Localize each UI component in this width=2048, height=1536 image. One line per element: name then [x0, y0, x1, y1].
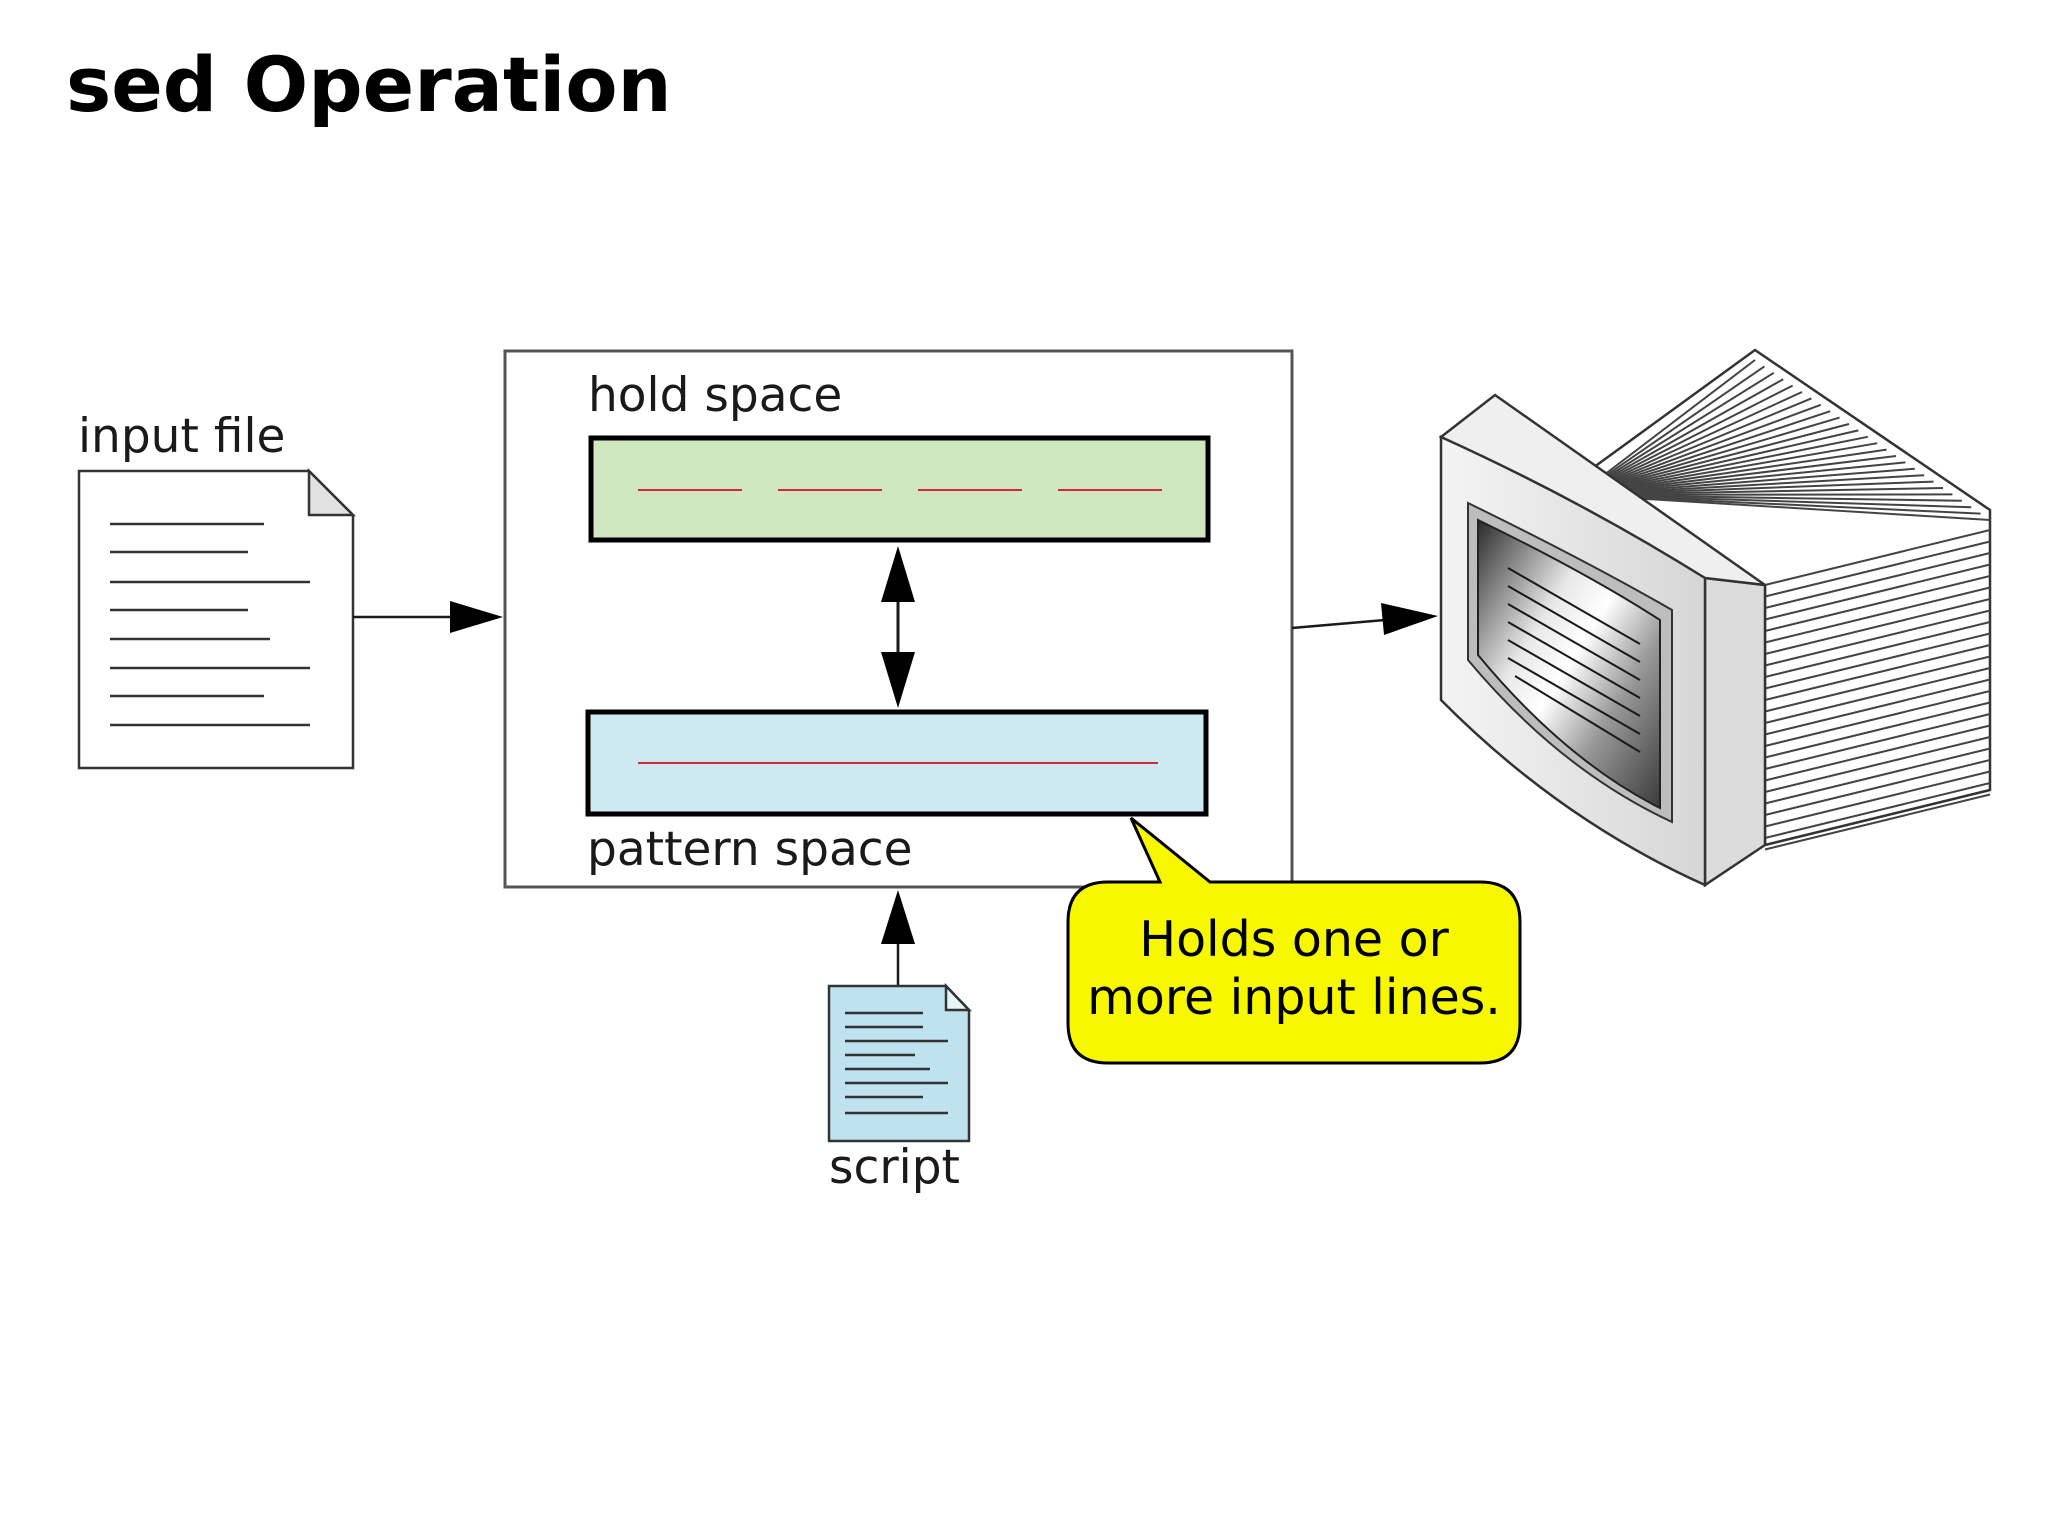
script-file-icon — [827, 982, 972, 1143]
hold-space-buffer — [588, 435, 1211, 543]
callout-line-2: more input lines. — [1087, 969, 1501, 1026]
input-arrow — [353, 601, 503, 633]
callout-bubble: Holds one or more input lines. — [1066, 816, 1522, 1065]
callout-line-1: Holds one or — [1139, 911, 1449, 968]
output-arrow — [1291, 603, 1438, 635]
slide-title: sed Operation — [66, 40, 672, 129]
pattern-space-buffer — [585, 709, 1209, 817]
script-label: script — [829, 1140, 960, 1195]
exchange-double-arrow — [881, 546, 915, 708]
pattern-space-label: pattern space — [587, 822, 913, 877]
input-file-icon — [77, 467, 357, 770]
monitor-icon — [1438, 348, 1992, 888]
script-arrow — [881, 890, 915, 986]
input-file-label: input file — [78, 409, 285, 464]
hold-space-label: hold space — [588, 368, 842, 423]
